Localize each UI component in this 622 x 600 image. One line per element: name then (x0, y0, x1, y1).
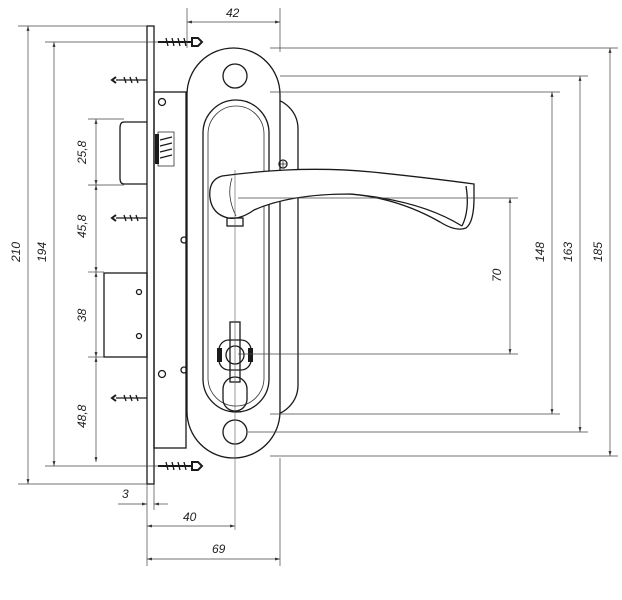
dead-bolt (103, 272, 148, 358)
inner-groove-2 (207, 105, 265, 407)
screws (110, 37, 204, 471)
inner-groove (202, 99, 270, 413)
dim-label-210: 210 (9, 242, 23, 263)
dim-label-38: 38 (75, 308, 89, 322)
dim-label-163: 163 (561, 242, 575, 262)
spring-block (155, 134, 159, 164)
rivet (135, 288, 143, 296)
outer-plate (186, 47, 281, 459)
lever (209, 168, 475, 230)
lever-base (229, 177, 237, 217)
dim-label-194: 194 (35, 242, 49, 262)
lever-tip (461, 185, 468, 227)
lock-body (103, 25, 188, 485)
side-screw-icon (278, 159, 288, 169)
dim-label-42: 42 (226, 6, 240, 20)
latch-bolt (119, 121, 147, 185)
faceplate-screw-1 (110, 76, 147, 84)
faceplate (146, 25, 155, 485)
rivet (157, 97, 167, 107)
dim-label-148: 148 (533, 242, 547, 262)
cylinder-cam (217, 348, 222, 362)
escutcheon (186, 47, 299, 459)
dim-label-40: 40 (183, 510, 197, 524)
dim-label-48-8: 48,8 (75, 404, 89, 428)
lever-edge (349, 193, 463, 227)
mount-hole-top (222, 63, 248, 89)
faceplate-screw-3 (110, 394, 147, 402)
dim-label-70: 70 (490, 268, 504, 282)
dim-label-69: 69 (212, 542, 226, 556)
dim-label-185: 185 (591, 242, 605, 262)
lock-case (153, 91, 187, 449)
cylinder-cam (248, 348, 253, 362)
dim-label-3: 3 (122, 487, 129, 501)
dimension-labels: 42 210 194 25,8 45,8 38 48,8 70 148 163 … (9, 6, 605, 556)
dim-label-25-8: 25,8 (75, 140, 89, 165)
screw-bottom (158, 461, 204, 471)
faceplate-screw-2 (110, 214, 147, 222)
screw-top (158, 37, 204, 47)
dim-label-45-8: 45,8 (75, 214, 89, 238)
dimension-lines (18, 8, 618, 566)
rivet (135, 332, 143, 340)
latch-spring (159, 136, 173, 159)
rivet (157, 369, 167, 379)
